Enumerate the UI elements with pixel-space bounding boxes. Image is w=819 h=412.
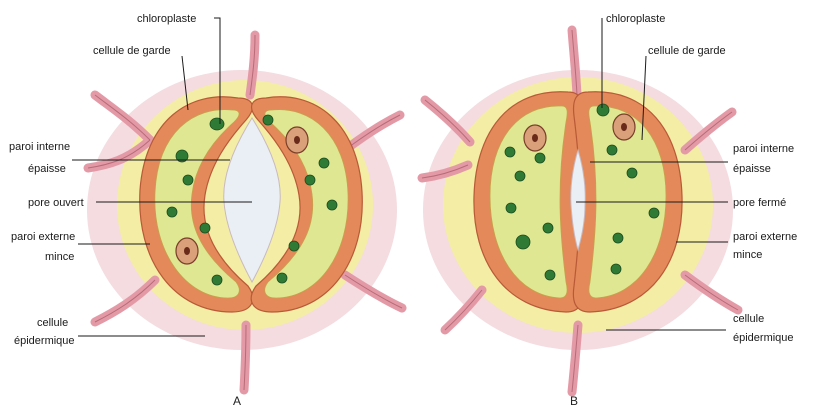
label-epidermal-b-line2: épidermique (733, 332, 794, 344)
label-inner-wall-a-line2: épaisse (28, 163, 66, 175)
caption-b: B (570, 394, 578, 408)
panel-b: chloroplaste cellule de garde paroi inte… (422, 13, 797, 408)
label-chloroplast-a: chloroplaste (137, 13, 196, 25)
nucleus-left (176, 238, 198, 264)
caption-a: A (233, 394, 241, 408)
label-outer-wall-a-line1: paroi externe (11, 231, 75, 243)
label-guard-cell-a: cellule de garde (93, 45, 171, 57)
label-pore-open: pore ouvert (28, 197, 84, 209)
label-inner-wall-b-line2: épaisse (733, 163, 771, 175)
label-epidermal-a-line2: épidermique (14, 335, 75, 347)
label-epidermal-a-line1: cellule (37, 317, 68, 329)
nucleus-right (613, 114, 635, 140)
label-outer-wall-b-line1: paroi externe (733, 231, 797, 243)
nucleus-right (286, 127, 308, 153)
label-outer-wall-a-line2: mince (45, 251, 74, 263)
label-inner-wall-a-line1: paroi interne (9, 141, 70, 153)
label-epidermal-b-line1: cellule (733, 313, 764, 325)
label-pore-closed: pore fermé (733, 197, 786, 209)
label-guard-cell-b: cellule de garde (648, 45, 726, 57)
panel-a: chloroplaste cellule de garde paroi inte… (9, 13, 402, 408)
label-outer-wall-b-line2: mince (733, 249, 762, 261)
nucleus-left (524, 125, 546, 151)
label-inner-wall-b-line1: paroi interne (733, 143, 794, 155)
label-chloroplast-b: chloroplaste (606, 13, 665, 25)
